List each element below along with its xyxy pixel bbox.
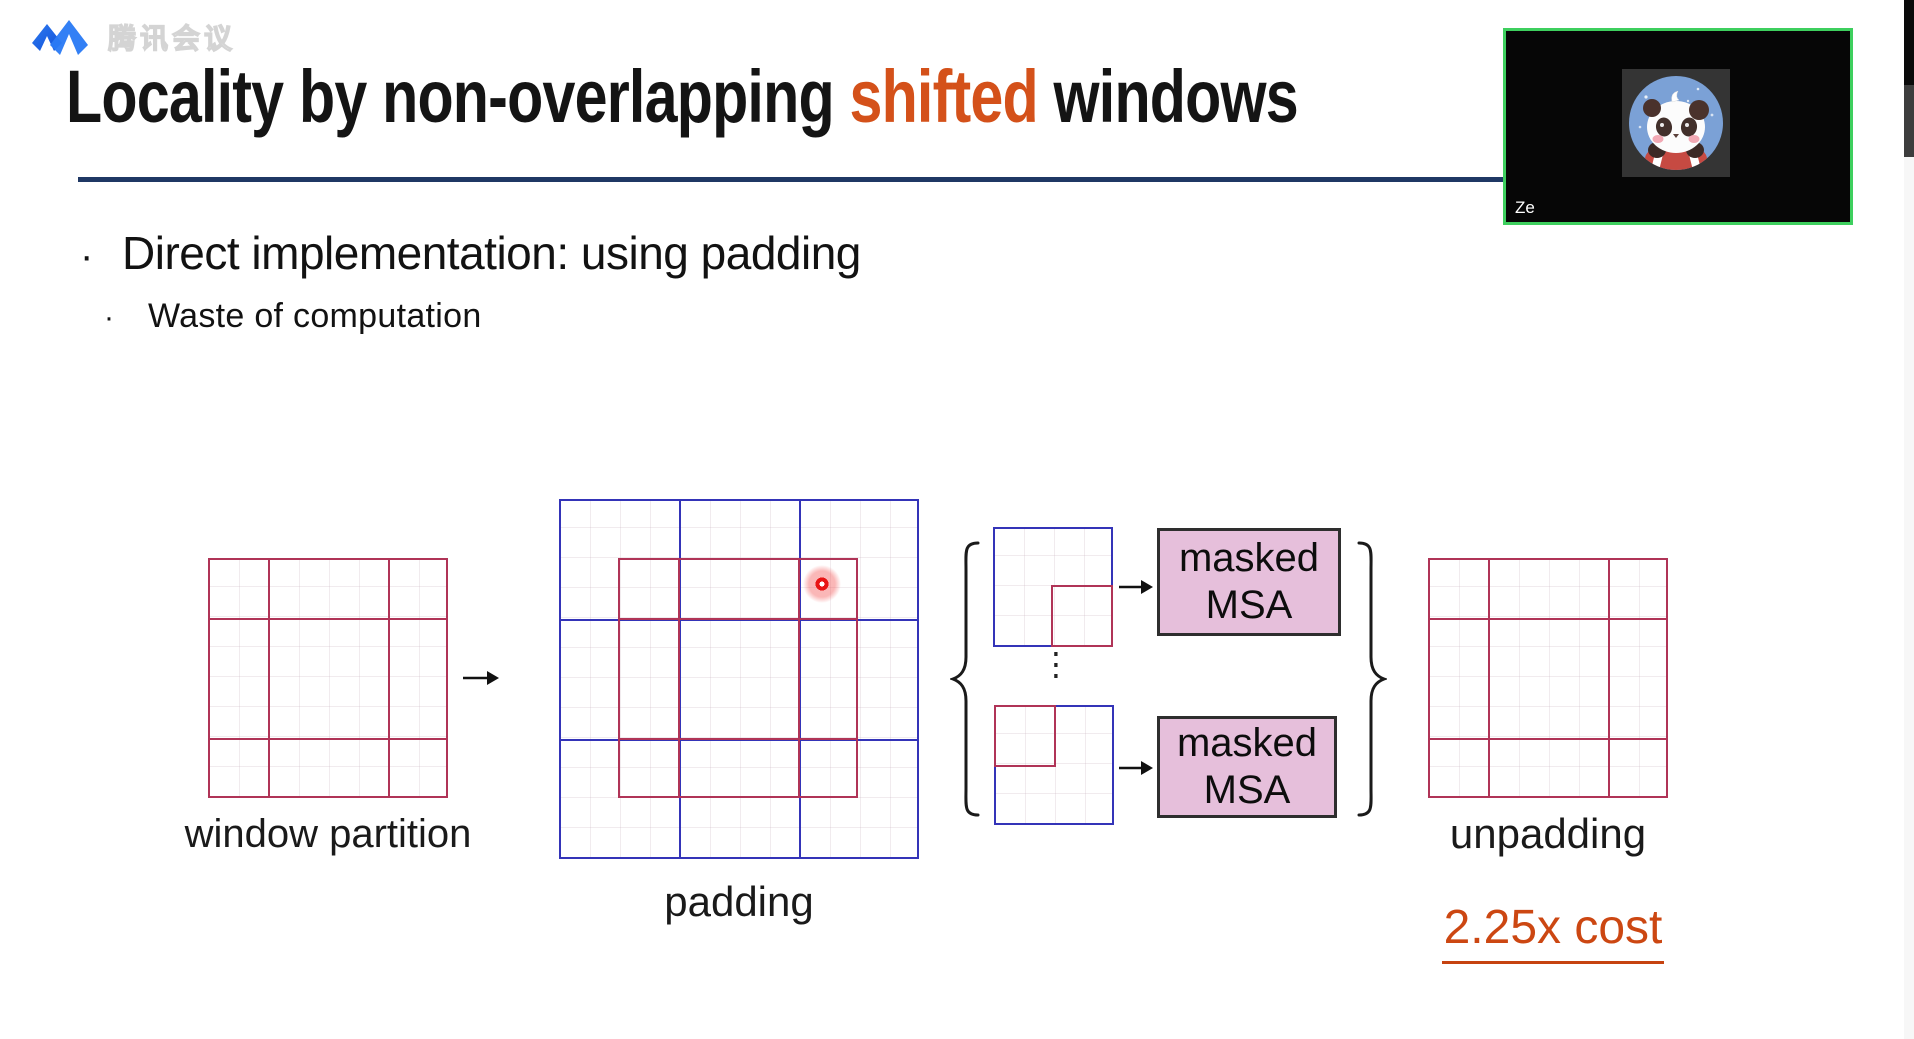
shifted-window-top-subwindow (1051, 585, 1113, 647)
panda-avatar-icon (1629, 76, 1723, 170)
avatar (1622, 69, 1730, 177)
arrow-right-icon (1119, 580, 1153, 594)
right-edge-panel-strip (1904, 0, 1914, 1039)
title-highlight: shifted (849, 55, 1038, 138)
padding-grid-inner (618, 558, 858, 798)
slide-title-area: Locality by non-overlapping shifted wind… (0, 46, 1520, 156)
unpadding-grid (1428, 558, 1668, 798)
cost-note: 2.25x cost (1418, 900, 1688, 964)
msa-line2: MSA (1203, 768, 1291, 812)
padding-label: padding (664, 878, 814, 925)
tencent-meeting-logo-icon (32, 20, 88, 55)
slide-title: Locality by non-overlapping shifted wind… (66, 54, 1299, 139)
masked-msa-box-2: masked MSA (1157, 716, 1337, 818)
bullet-direct-implementation: · Direct implementation: using padding (80, 226, 861, 280)
tencent-meeting-logo: 腾讯会议 (30, 16, 236, 58)
participant-name-label: Ze (1515, 198, 1535, 217)
title-underline-rule (78, 177, 1504, 182)
participant-video-tile[interactable]: Ze (1503, 28, 1853, 225)
bullet-sub-text: Waste of computation (148, 297, 482, 335)
left-brace (950, 541, 980, 817)
laser-pointer-dot (802, 564, 842, 604)
bullet-marker: · (80, 234, 93, 278)
shifted-window-bottom-subwindow (994, 705, 1056, 767)
unpadding-label: unpadding (1449, 810, 1647, 857)
arrow-right-icon (1119, 761, 1153, 775)
window-partition-label: window partition (184, 812, 472, 856)
msa-line2: MSA (1205, 583, 1293, 627)
tencent-meeting-logo-text: 腾讯会议 (107, 22, 237, 54)
right-strip-dark-area (1904, 0, 1914, 85)
arrow-right-icon (463, 671, 499, 685)
title-post: windows (1037, 55, 1299, 138)
vertical-ellipsis: ⋮ (1040, 645, 1072, 683)
scrollbar-thumb[interactable] (1904, 85, 1914, 157)
window-partition-grid (208, 558, 448, 798)
cost-note-text: 2.25x cost (1441, 900, 1665, 964)
msa-line1: masked (1176, 720, 1318, 765)
bullet-main-text: Direct implementation: using padding (122, 227, 861, 279)
bullet-marker: · (104, 301, 115, 334)
msa-line1: masked (1178, 535, 1320, 580)
right-brace (1357, 541, 1387, 817)
title-pre: Locality by non-overlapping (66, 55, 850, 138)
bullet-waste-of-computation: · Waste of computation (104, 297, 482, 336)
masked-msa-box-1: masked MSA (1157, 528, 1341, 636)
